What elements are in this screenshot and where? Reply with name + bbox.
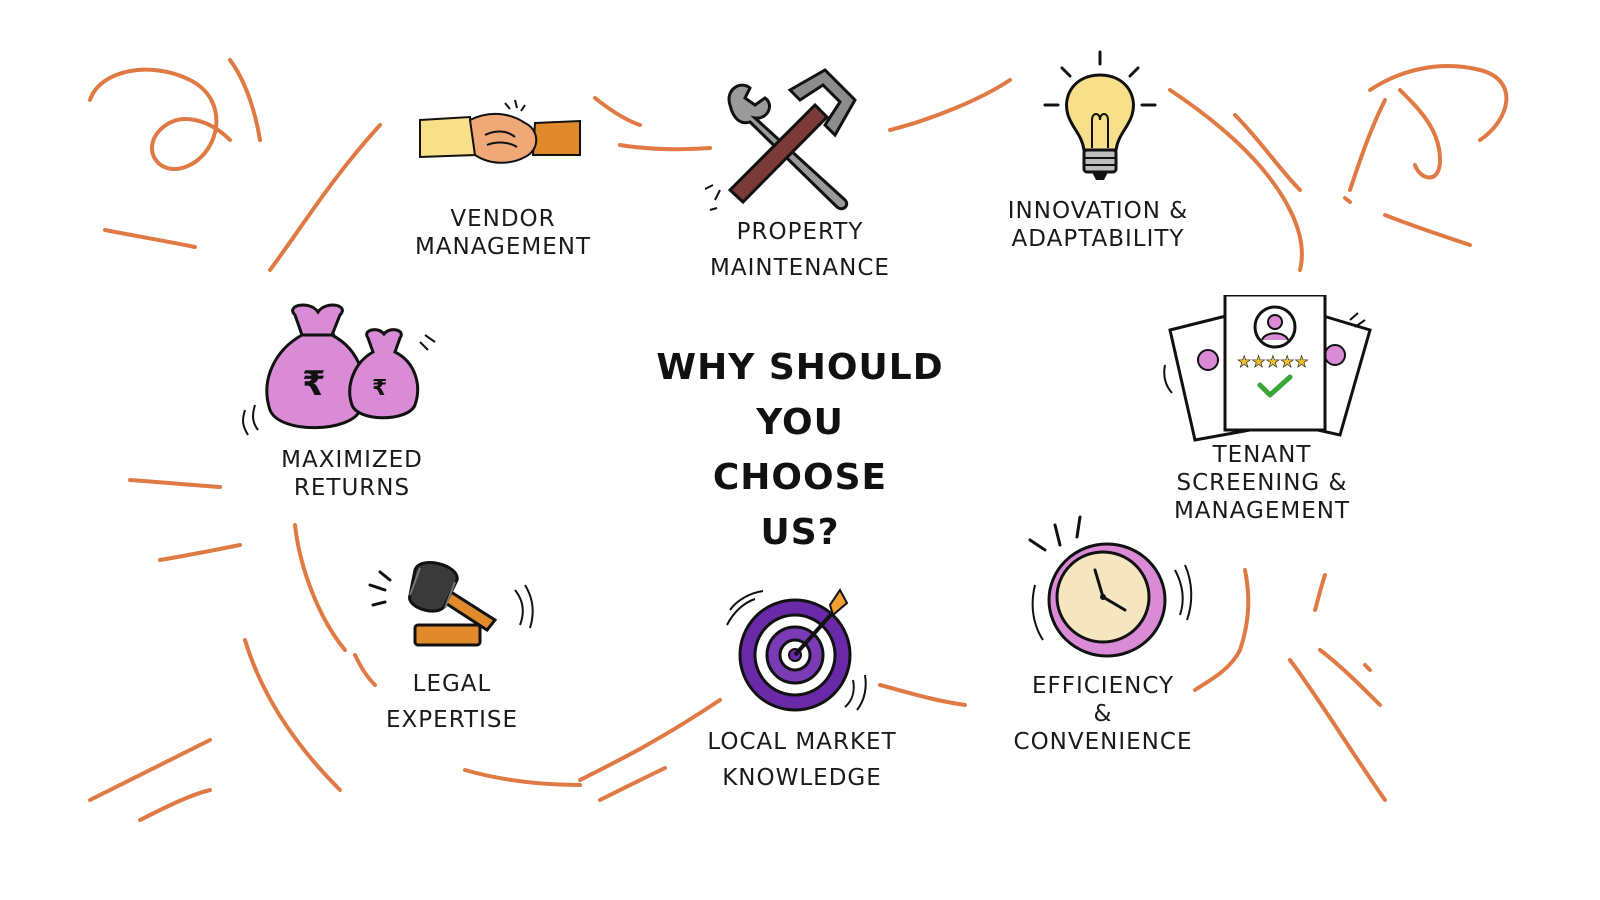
label-line: MANAGEMENT: [1173, 498, 1351, 524]
label-line: VENDOR: [450, 206, 556, 232]
item-label-tenant-screening: TENANT SCREENING & MANAGEMENT: [1174, 441, 1350, 525]
label-line: LEGAL: [412, 671, 492, 697]
label-line: MANAGEMENT: [414, 234, 592, 260]
svg-text:★★★★★: ★★★★★: [1237, 352, 1309, 371]
gavel-icon: [365, 550, 535, 650]
target-icon: [725, 585, 885, 715]
title-line: WHY SHOULD: [656, 347, 944, 388]
label-line: RETURNS: [293, 475, 411, 501]
label-line: EFFICIENCY: [1031, 673, 1175, 699]
item-label-efficiency-convenience: EFFICIENCY & CONVENIENCE: [1014, 672, 1193, 756]
label-line: PROPERTY: [736, 219, 864, 245]
label-line: KNOWLEDGE: [722, 765, 882, 791]
lightbulb-icon: [1040, 50, 1160, 190]
label-line: ADAPTABILITY: [1011, 226, 1185, 252]
label-line: INNOVATION &: [1007, 198, 1189, 224]
title-line: CHOOSE: [712, 457, 888, 498]
item-label-property-maintenance: PROPERTY MAINTENANCE: [710, 218, 890, 282]
svg-text:₹: ₹: [302, 364, 326, 404]
label-line: &: [1093, 701, 1113, 727]
title-line: US?: [760, 512, 840, 553]
item-label-vendor-management: VENDOR MANAGEMENT: [415, 205, 591, 261]
tenant-profile-icon: ★★★★★: [1160, 293, 1390, 445]
money-bags-icon: ₹ ₹: [240, 300, 440, 445]
label-line: MAINTENANCE: [710, 255, 890, 281]
label-line: MAXIMIZED: [281, 447, 423, 473]
item-label-legal-expertise: LEGAL EXPERTISE: [386, 670, 518, 734]
center-title: WHY SHOULD YOU CHOOSE US?: [656, 340, 943, 560]
label-line: EXPERTISE: [386, 707, 518, 733]
item-label-maximized-returns: MAXIMIZED RETURNS: [281, 446, 423, 502]
item-label-local-market-knowledge: LOCAL MARKET KNOWLEDGE: [707, 728, 896, 792]
handshake-icon: [415, 95, 585, 185]
svg-text:₹: ₹: [372, 376, 387, 401]
label-line: TENANT: [1212, 442, 1312, 468]
item-label-innovation-adaptability: INNOVATION & ADAPTABILITY: [1008, 197, 1189, 253]
tools-icon: [702, 50, 875, 220]
label-line: LOCAL MARKET: [707, 729, 897, 755]
label-line: SCREENING &: [1176, 470, 1348, 496]
title-line: YOU: [756, 402, 844, 443]
clock-icon: [1025, 515, 1195, 665]
label-line: CONVENIENCE: [1013, 729, 1193, 755]
